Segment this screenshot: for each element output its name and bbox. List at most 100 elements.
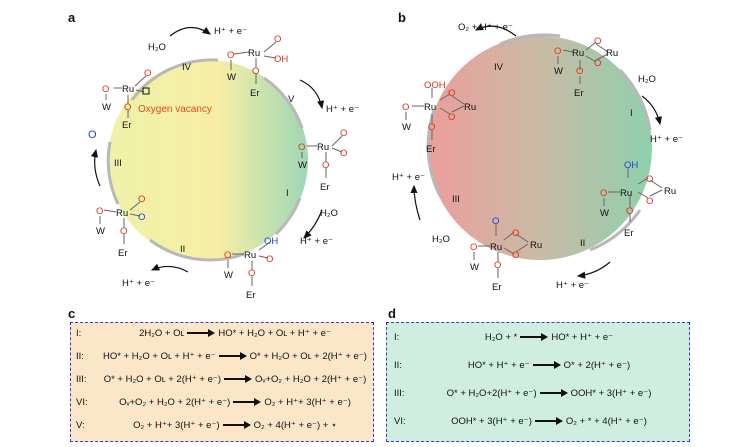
rim-arc [274, 197, 302, 236]
reaction-arrow-icon [532, 361, 561, 370]
atom-o: O [144, 68, 151, 79]
atom-oh: OH [274, 54, 288, 65]
atom-o-blue: O [492, 216, 499, 227]
step-label-v: V [288, 94, 295, 105]
species-hplus: H⁺ + e⁻ [650, 134, 683, 145]
equation-row: HO* + H₂O + Oʟ + H⁺ + e⁻O* + H₂O + Oʟ + … [100, 351, 370, 362]
atom-ru: Ru [317, 142, 329, 153]
panel-label-d: d [388, 306, 396, 321]
atom-w: W [96, 226, 105, 237]
panel-label-b: b [398, 10, 406, 25]
step-arrow [474, 23, 517, 37]
equations-box-d [386, 322, 690, 442]
atom-o: O [138, 194, 145, 205]
equation-reactants: Oᵥ+O₂ + H₂O + 2(H⁺ + e⁻) [119, 397, 231, 408]
atom-w: W [554, 66, 563, 77]
reaction-arrow-icon [233, 398, 262, 407]
atom-o: O [274, 34, 281, 45]
equation-row: O* + H₂O+2(H⁺ + e⁻) OOH* + 3(H⁺ + e⁻) [424, 388, 674, 399]
atom-ru: Ru [572, 48, 584, 59]
atom-w: W [402, 122, 411, 133]
atom-o: O [102, 84, 109, 95]
atom-er: Er [624, 228, 634, 239]
atom-o: O [448, 88, 455, 99]
equation-products: O* + 2(H⁺ + e⁻) [563, 360, 631, 371]
atom-ru: Ru [122, 84, 134, 95]
equation-row: Oᵥ+O₂ + H₂O + 2(H⁺ + e⁻) O₂ + H⁺+ 3(H⁺ + … [100, 397, 370, 408]
atom-er: Er [250, 88, 260, 99]
atom-ru: Ru [606, 48, 618, 59]
reaction-arrow-icon [222, 421, 251, 430]
atom-o: O [576, 66, 583, 77]
atom-o: O [322, 160, 329, 171]
equation-row: H₂O + *HO* + H⁺ + e⁻ [424, 332, 674, 343]
equation-reactants: 2H₂O + Oʟ [139, 328, 185, 339]
atom-er: Er [426, 144, 436, 155]
atom-o: O [554, 46, 561, 57]
step-label-iv: IV [494, 62, 504, 73]
atom-ru: Ru [248, 48, 260, 59]
rim-arc [149, 238, 245, 262]
equations-box-c [70, 322, 374, 442]
species-o-blue: O [88, 129, 97, 141]
atom-ru: Ru [490, 242, 502, 253]
atom-ru: Ru [530, 240, 542, 251]
reaction-arrow-icon [520, 333, 549, 342]
reaction-arrow-icon [218, 352, 247, 361]
species-h2o: H₂O [320, 208, 338, 219]
atom-w: W [470, 262, 479, 273]
atom-o: O [340, 128, 347, 139]
atom-o-blue: O [138, 212, 145, 223]
step-arrow [576, 261, 611, 279]
atom-oh-blue: OH [264, 236, 278, 247]
atom-o: O [224, 250, 231, 261]
equation-reactants: H₂O + * [484, 332, 518, 343]
equation-products: O₂ + 4(H⁺ + e⁻) + ⋆ [253, 420, 337, 431]
equation-reactants: O* + H₂O+2(H⁺ + e⁻) [446, 388, 537, 399]
equation-products: OOH* + 3(H⁺ + e⁻) [570, 388, 652, 399]
equation-products: Oᵥ+O₂ + H₂O + 2(H⁺ + e⁻) [255, 374, 367, 385]
atom-o: O [428, 122, 435, 133]
equation-label: V: [76, 420, 85, 431]
equation-reactants: HO* + H⁺ + e⁻ [467, 360, 530, 371]
step-arrow [303, 209, 323, 239]
oxygen-vacancy-label: Oxygen vacancy [138, 104, 212, 115]
equation-label: VI: [76, 397, 88, 408]
equation-label: II: [394, 360, 402, 371]
atom-o: O [494, 260, 501, 271]
atom-o: O [594, 36, 601, 47]
step-arrow [641, 95, 662, 126]
atom-o: O [646, 196, 653, 207]
species-o2: O₂ + H⁺ + e⁻ [458, 22, 513, 33]
equation-row: OOH* + 3(H⁺ + e⁻)O₂ + * + 4(H⁺ + e⁻) [424, 416, 674, 427]
equation-products: O₂ + H⁺+ 3(H⁺ + e⁻) [264, 397, 351, 408]
rim-arc [130, 58, 219, 101]
step-label-ii: II [580, 238, 585, 249]
atom-o: O [626, 206, 633, 217]
reaction-arrow-icon [539, 389, 568, 398]
rim-arc [426, 109, 442, 197]
equation-reactants: O₂ + H⁺+ 3(H⁺ + e⁻) [133, 420, 220, 431]
atom-o: O [646, 174, 653, 185]
atom-w: W [600, 208, 609, 219]
reaction-arrow-icon [187, 329, 216, 338]
equation-label: III: [76, 374, 87, 385]
atom-ru: Ru [116, 208, 128, 219]
atom-o: O [470, 242, 477, 253]
cycle-b-disk [428, 36, 652, 260]
atom-o: O [248, 268, 255, 279]
reaction-arrow-icon [534, 417, 563, 426]
atom-ru: Ru [464, 102, 476, 113]
atom-o: O [96, 206, 103, 217]
cycle-a [90, 26, 343, 286]
atom-o: O [120, 226, 127, 237]
atom-o: O [448, 112, 455, 123]
reaction-arrow-icon [224, 375, 253, 384]
atom-o: O [594, 58, 601, 69]
atom-ooh: OOH [424, 80, 446, 91]
species-h2o: H₂O [638, 74, 656, 85]
bonds-b [405, 41, 663, 278]
step-arrow [169, 26, 211, 37]
equation-products: HO* + H₂O + Oʟ + H⁺ + e⁻ [218, 328, 331, 339]
